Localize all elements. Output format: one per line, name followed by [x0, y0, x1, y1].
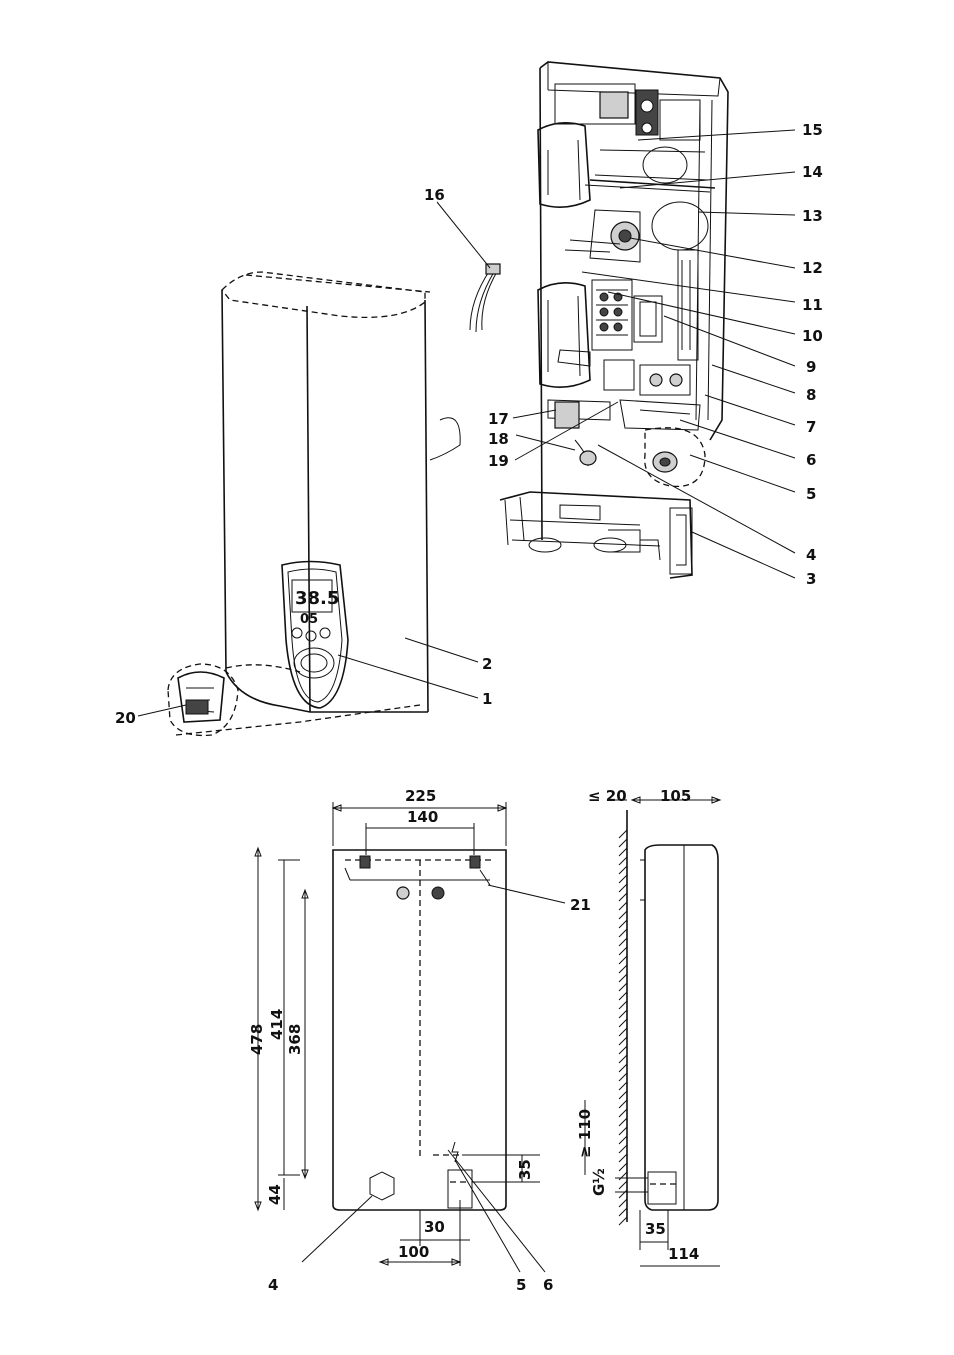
wall-hatch-line [619, 1154, 627, 1162]
dim-44: 44 [266, 1184, 284, 1205]
wall-hatch-line [619, 1109, 627, 1117]
wall-hatch-line [619, 956, 627, 964]
wall-hatch-line [619, 1136, 627, 1144]
wall-hatch-line [619, 1073, 627, 1081]
callout-2: 2 [482, 655, 492, 673]
wall-hatch-line [619, 1064, 627, 1072]
wall-hatch-line [619, 1100, 627, 1108]
wall-hatch-line [619, 1037, 627, 1045]
bottom-callout-5: 5 [516, 1276, 526, 1294]
dimension-side-view: ≤ 20 105 ≥ 110 G½ 35 114 [576, 787, 720, 1266]
wall-hatch-line [619, 1217, 627, 1225]
dim-min-110: ≥ 110 [576, 1109, 594, 1158]
dim-414: 414 [268, 1009, 286, 1040]
display-secondary: 05 [300, 612, 318, 627]
wall-hatch-line [619, 965, 627, 973]
callout-13: 13 [802, 207, 823, 225]
wall-hatch-line [619, 857, 627, 865]
wall-hatch-line [619, 1127, 627, 1135]
callout-4: 4 [806, 546, 816, 564]
wall-hatch-line [619, 839, 627, 847]
dim-side-35: 35 [645, 1220, 666, 1238]
button-right-icon [320, 628, 330, 638]
wall-hatch-line [619, 893, 627, 901]
wall-hatch-line [619, 947, 627, 955]
wall-hatch-line [619, 848, 627, 856]
dim-depth-105: 105 [660, 787, 691, 805]
callout-14: 14 [802, 163, 823, 181]
wall-hatch-line [619, 1145, 627, 1153]
dim-thread: G½ [590, 1168, 608, 1196]
wall-hatch-line [619, 884, 627, 892]
callout-21: 21 [570, 896, 591, 914]
dim-368: 368 [286, 1024, 304, 1055]
bottom-callout-4: 4 [268, 1276, 278, 1294]
wall-hatch-line [619, 1181, 627, 1189]
appliance-front-view: 38.5 05 [168, 264, 500, 735]
wall-hatch-line [619, 920, 627, 928]
dim-side-114: 114 [668, 1245, 699, 1263]
callout-20: 20 [115, 709, 136, 727]
callout-18: 18 [488, 430, 509, 448]
callout-11: 11 [802, 296, 823, 314]
dim-35: 35 [516, 1159, 534, 1180]
bottom-callout-6: 6 [543, 1276, 553, 1294]
wall-hatch-line [619, 1208, 627, 1216]
wall-hatch-line [619, 1019, 627, 1027]
callout-10: 10 [802, 327, 823, 345]
wall-hatch-line [619, 1055, 627, 1063]
callout-6: 6 [806, 451, 816, 469]
wall-hatch-line [619, 974, 627, 982]
wall-hatch-line [619, 1010, 627, 1018]
dim-100: 100 [398, 1243, 429, 1261]
wall-hatch-line [619, 830, 627, 838]
wall-hatch-line [619, 1082, 627, 1090]
callout-1: 1 [482, 690, 492, 708]
button-middle-icon [306, 631, 316, 641]
rotary-knob-icon [294, 648, 334, 678]
top-callout-labels: 15 14 13 12 11 10 9 8 7 6 5 4 3 2 1 16 1… [115, 121, 823, 727]
callout-5: 5 [806, 485, 816, 503]
callout-17: 17 [488, 410, 509, 428]
wall-hatch-line [619, 938, 627, 946]
display-temperature: 38.5 [295, 588, 339, 609]
wall-hatch-line [619, 1001, 627, 1009]
wall-hatch-line [619, 1046, 627, 1054]
callout-7: 7 [806, 418, 816, 436]
callout-15: 15 [802, 121, 823, 139]
callout-9: 9 [806, 358, 816, 376]
wall-hatch-line [619, 1190, 627, 1198]
dim-478: 478 [248, 1024, 266, 1055]
appliance-internals-exploded [500, 62, 728, 578]
callout-12: 12 [802, 259, 823, 277]
wall-hatch-line [619, 983, 627, 991]
dim-30: 30 [424, 1218, 445, 1236]
wall-hatch-line [619, 1172, 627, 1180]
button-left-icon [292, 628, 302, 638]
wall-hatch-line [619, 1118, 627, 1126]
wall-hatch-line [619, 911, 627, 919]
wall-hatch-line [619, 992, 627, 1000]
callout-3: 3 [806, 570, 816, 588]
callout-16: 16 [424, 186, 445, 204]
dimension-front-view: 225 140 478 414 368 44 30 100 35 21 [248, 787, 591, 1294]
wall-hatch-line [619, 875, 627, 883]
wall-hatch-line [619, 1091, 627, 1099]
dim-wall-gap: ≤ 20 [588, 787, 627, 805]
callout-8: 8 [806, 386, 816, 404]
top-callout-leaders [138, 130, 795, 716]
callout-19: 19 [488, 452, 509, 470]
wall-hatch-line [619, 1199, 627, 1207]
wall-hatch-line [619, 866, 627, 874]
wall-hatch-line [619, 1163, 627, 1171]
dim-140: 140 [407, 808, 438, 826]
wall-hatch-line [619, 1028, 627, 1036]
dim-225: 225 [405, 787, 436, 805]
wall-hatch-line [619, 902, 627, 910]
wall-hatch-line [619, 929, 627, 937]
